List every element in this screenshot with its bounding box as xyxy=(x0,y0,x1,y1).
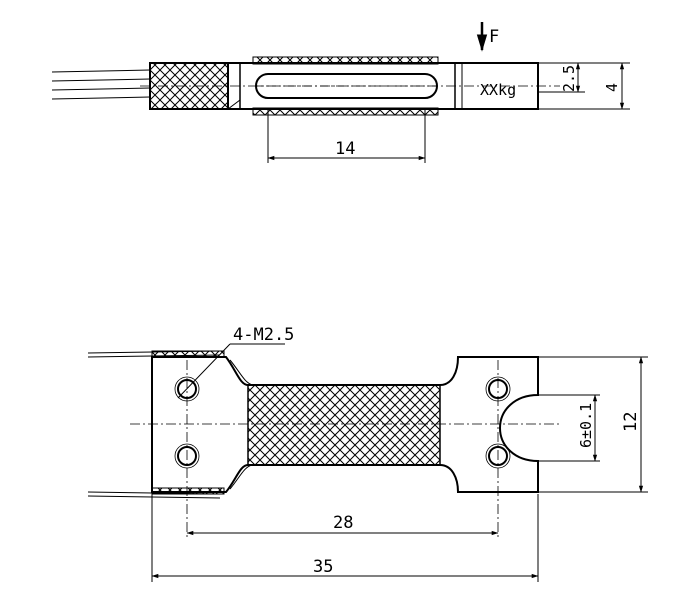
plan-view: 4-M2.5 28 35 6±0.1 12 xyxy=(87,325,648,582)
dim-thickness-total-text: 4 xyxy=(603,83,621,92)
dim-slot xyxy=(538,394,600,462)
gauge-cover-top xyxy=(252,56,439,65)
cable-lines xyxy=(87,350,221,499)
bending-slot xyxy=(255,73,438,99)
dim-hole-spacing-text: 28 xyxy=(333,513,353,533)
dim-width xyxy=(538,356,648,493)
dim-overall-length xyxy=(151,494,539,582)
dim-thickness-inner-text: 2.5 xyxy=(560,65,578,92)
side-view: XXkg F 14 2.5 4 xyxy=(51,22,630,163)
dim-overall-length-text: 35 xyxy=(313,557,333,577)
hole-top-right xyxy=(488,379,508,399)
hole-callout-leader xyxy=(177,343,285,399)
hole-callout-text: 4-M2.5 xyxy=(233,325,294,345)
dim-length-text: 14 xyxy=(335,139,355,159)
dim-thickness xyxy=(538,62,630,110)
dim-slot-text: 6±0.1 xyxy=(577,403,595,448)
hole-top-left xyxy=(177,379,197,399)
force-label: F xyxy=(489,27,499,47)
capacity-label: XXkg xyxy=(480,81,516,99)
mounting-holes xyxy=(174,376,511,469)
hole-bottom-left xyxy=(177,446,197,466)
gauge-cover-bottom xyxy=(252,107,439,116)
cable-wires xyxy=(51,69,151,100)
hole-bottom-right xyxy=(488,446,508,466)
dim-width-text: 12 xyxy=(621,412,641,432)
dim-length xyxy=(267,110,426,163)
gauge-area xyxy=(247,384,441,466)
